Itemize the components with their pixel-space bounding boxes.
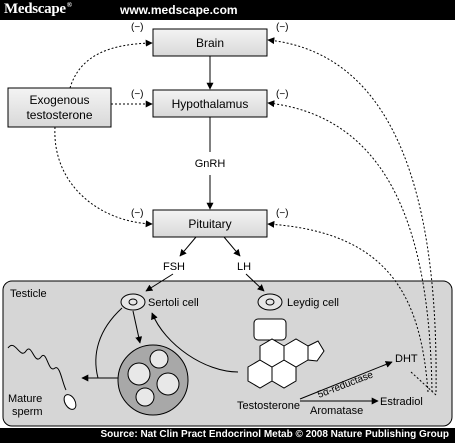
header-bar: Medscape® www.medscape.com bbox=[0, 0, 455, 20]
feedback-to-brain-dotted-arrow bbox=[267, 37, 437, 393]
exogenous-to-brain-dotted-arrow bbox=[69, 39, 153, 89]
hypothalamus-feedback-right: (−) bbox=[276, 89, 289, 100]
sertoli-to-sperm-curve bbox=[95, 307, 123, 379]
lh-to-leydig-arrow bbox=[245, 273, 265, 292]
hypothalamus-feedback-left: (−) bbox=[131, 89, 144, 100]
pituitary-label: Pituitary bbox=[188, 217, 231, 231]
pituitary-feedback-right: (−) bbox=[276, 208, 289, 219]
site-url[interactable]: www.medscape.com bbox=[120, 3, 238, 17]
logo-text: Medscape bbox=[4, 1, 66, 17]
seminiferous-tubule bbox=[117, 344, 189, 416]
source-credit: Source: Nat Clin Pract Endocrinol Metab … bbox=[100, 429, 449, 440]
fsh-to-sertoli-arrow bbox=[145, 273, 174, 292]
brain-feedback-left: (−) bbox=[131, 22, 144, 33]
sertoli-label: Sertoli cell bbox=[148, 297, 199, 309]
dht-label: DHT bbox=[395, 353, 418, 365]
brain-label: Brain bbox=[196, 36, 224, 50]
sperm-label-line1: Mature bbox=[8, 393, 42, 405]
brain-box: Brain bbox=[152, 28, 268, 57]
pituitary-box: Pituitary bbox=[152, 209, 268, 238]
pituitary-to-fsh-arrow bbox=[179, 236, 197, 257]
pituitary-to-lh-arrow bbox=[223, 236, 241, 257]
exogenous-testosterone-box: Exogenous testosterone bbox=[7, 87, 112, 128]
estradiol-label: Estradiol bbox=[380, 396, 423, 408]
footer-bar: Source: Nat Clin Pract Endocrinol Metab … bbox=[0, 428, 455, 443]
sertoli-cell bbox=[120, 293, 146, 311]
sperm-label-line2: sperm bbox=[12, 406, 43, 418]
lh-label: LH bbox=[237, 261, 251, 273]
pituitary-feedback-left: (−) bbox=[131, 208, 144, 219]
testicle-label: Testicle bbox=[10, 288, 47, 300]
brain-feedback-right: (−) bbox=[276, 22, 289, 33]
registered-mark: ® bbox=[66, 1, 72, 9]
testicle-region bbox=[2, 280, 453, 427]
fsh-label: FSH bbox=[163, 261, 185, 273]
medscape-logo[interactable]: Medscape® bbox=[4, 1, 72, 18]
hypothalamus-box: Hypothalamus bbox=[152, 89, 268, 118]
sertoli-to-tubule-arrow bbox=[132, 310, 143, 344]
hpg-axis-diagram: Testicle Brain Hypothalamus Pituitary Ex… bbox=[2, 22, 453, 427]
steroid-structure-icon bbox=[247, 338, 325, 389]
exogenous-to-pituitary-dotted-arrow bbox=[54, 126, 153, 228]
leydig-label: Leydig cell bbox=[287, 297, 339, 309]
exogenous-label-line2: testosterone bbox=[26, 108, 92, 122]
aromatase-label: Aromatase bbox=[310, 405, 363, 417]
gnrh-label: GnRH bbox=[195, 158, 226, 170]
leydig-cell bbox=[257, 293, 283, 311]
testosterone-label: Testosterone bbox=[237, 400, 300, 412]
feedback-to-hypothalamus-dotted-arrow bbox=[267, 100, 433, 393]
feedback-to-pituitary-dotted-arrow bbox=[267, 220, 429, 393]
estradiol-feedback-dotted-line bbox=[410, 371, 437, 396]
hypothalamus-label: Hypothalamus bbox=[172, 97, 249, 111]
leydig-product-box bbox=[253, 318, 287, 341]
testosterone-to-dht-arrow bbox=[299, 361, 393, 400]
sperm-illustration bbox=[7, 345, 77, 410]
testosterone-to-sertoli-arrow bbox=[151, 312, 239, 373]
exogenous-label-line1: Exogenous bbox=[29, 93, 89, 107]
